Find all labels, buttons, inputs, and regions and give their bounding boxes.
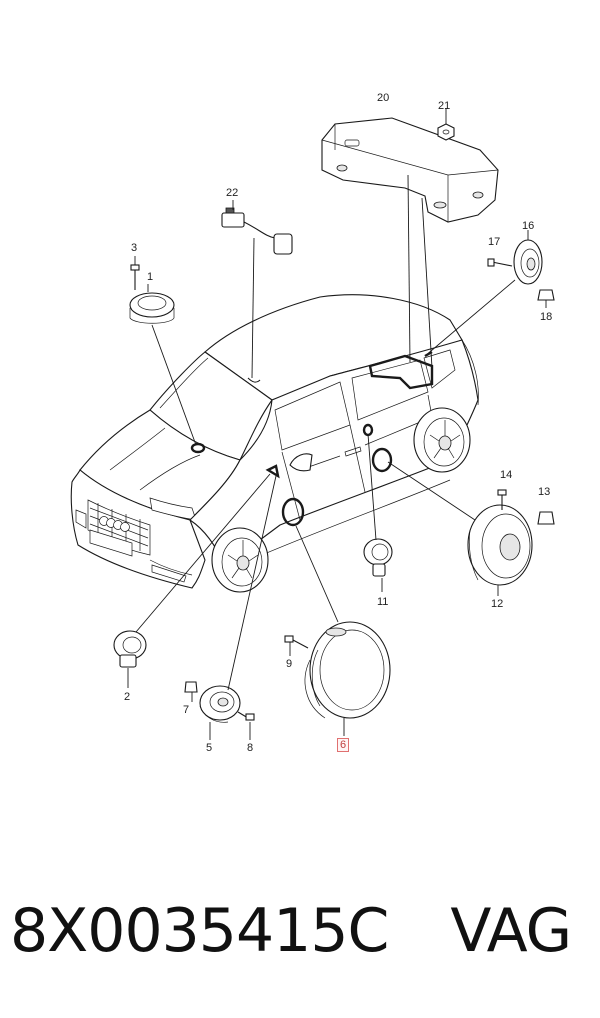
callout-12: 12: [491, 598, 504, 610]
screw-part-9: [284, 635, 309, 656]
clip-part-7: [184, 681, 198, 702]
harness-part-22: [221, 200, 293, 255]
callout-16: 16: [522, 220, 535, 232]
callout-5: 5: [206, 742, 213, 754]
mid-speaker-part-5: [199, 685, 241, 740]
brand-name: VAG: [450, 896, 572, 966]
callout-13: 13: [538, 486, 551, 498]
rear-woofer-part-12: [467, 504, 533, 596]
callout-14: 14: [500, 469, 513, 481]
clip-part-13: [537, 511, 555, 525]
front-woofer-part-6: [304, 621, 391, 736]
callout-18: 18: [540, 311, 553, 323]
nut-part-21: [437, 108, 455, 141]
rear-speaker-part-16: [513, 230, 543, 285]
callout-20: 20: [377, 92, 390, 104]
parts-diagram: [70, 108, 555, 740]
amplifier-part-20: [321, 117, 499, 223]
screw-part-8: [237, 711, 255, 740]
callout-8: 8: [247, 742, 254, 754]
callout-21: 21: [438, 100, 451, 112]
callout-22: 22: [226, 187, 239, 199]
tweeter-housing-part-2: [113, 630, 147, 688]
screw-part-17: [487, 258, 513, 267]
callout-2: 2: [124, 691, 131, 703]
callout-9: 9: [286, 658, 293, 670]
screw-part-14: [497, 489, 507, 510]
callout-3: 3: [131, 242, 138, 254]
rear-tweeter-part-11: [363, 538, 393, 592]
tweeter-part-1: [129, 284, 175, 324]
clip-part-18: [537, 289, 555, 308]
callout-1: 1: [147, 271, 154, 283]
leader-lines: [135, 174, 516, 691]
car-illustration: [70, 294, 479, 593]
callout-17: 17: [488, 236, 501, 248]
callout-11: 11: [377, 596, 389, 608]
screw-part-3: [130, 256, 140, 290]
callout-7: 7: [183, 704, 190, 716]
callout-6-highlighted[interactable]: 6: [337, 738, 350, 752]
part-number: 8X0035415C: [10, 896, 389, 966]
part-number-caption: 8X0035415C VAG: [10, 896, 600, 976]
